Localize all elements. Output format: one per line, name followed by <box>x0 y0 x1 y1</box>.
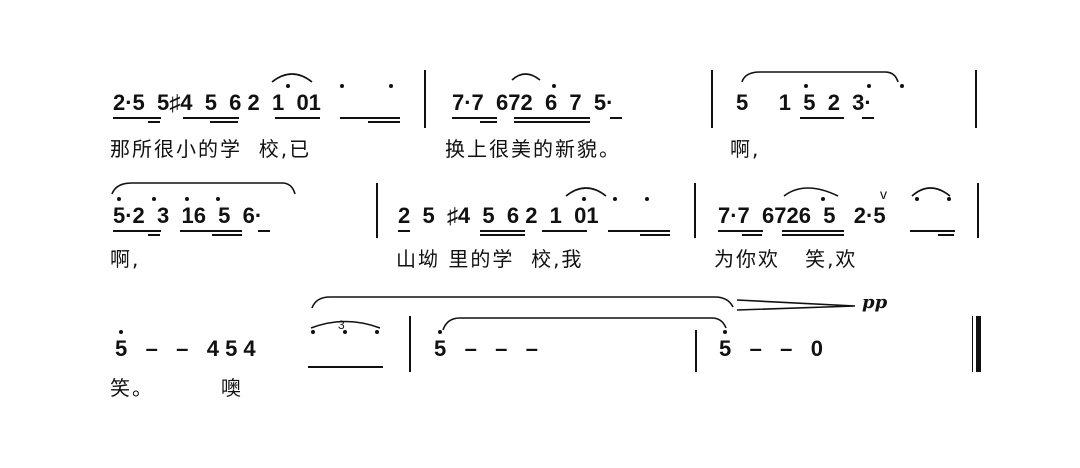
beam <box>742 234 762 236</box>
beam <box>480 234 525 236</box>
octave-dot <box>723 330 727 334</box>
breath-mark: v <box>880 186 887 202</box>
barline <box>409 316 411 372</box>
triplet-mark: 3 <box>338 318 345 332</box>
beam <box>542 230 587 232</box>
beam <box>910 230 955 232</box>
beam <box>480 230 525 232</box>
beam <box>782 234 844 236</box>
measure-notes: 7·7 6726 5 2·5 <box>718 203 886 228</box>
measure-notes: 5 – – 0 <box>719 336 823 361</box>
measure-notes: 5·2 3 16 5 6· <box>113 203 263 228</box>
beam <box>800 117 844 119</box>
beam <box>480 121 497 123</box>
octave-dot <box>867 84 871 88</box>
octave-dot <box>804 84 808 88</box>
octave-dot <box>915 197 919 201</box>
beam <box>113 117 161 119</box>
octave-dot <box>389 84 393 88</box>
beam <box>718 230 763 232</box>
beam <box>398 230 410 232</box>
octave-dot <box>438 330 442 334</box>
final-barline-thin <box>972 316 973 372</box>
barline <box>711 70 713 128</box>
octave-dot <box>117 197 121 201</box>
lyrics: 山坳 里的学 校,我 <box>396 247 584 271</box>
lyrics: 啊, <box>730 137 761 161</box>
barline <box>695 330 697 372</box>
beam <box>180 230 242 232</box>
barline <box>977 183 979 238</box>
octave-dot <box>613 197 617 201</box>
beam <box>275 117 320 119</box>
beam <box>148 121 160 123</box>
barline <box>694 183 696 238</box>
beam <box>183 117 239 119</box>
beam <box>148 234 160 236</box>
beam <box>514 121 590 123</box>
octave-dot <box>552 84 556 88</box>
octave-dot <box>582 197 586 201</box>
octave-dot <box>286 84 290 88</box>
octave-dot <box>947 197 951 201</box>
barline <box>975 70 977 128</box>
final-barline-thick <box>976 316 981 372</box>
octave-dot <box>821 197 825 201</box>
measure-notes: 5 – – – <box>434 336 538 361</box>
measure-notes: 5 1 5 2 3· <box>736 90 872 115</box>
octave-dot <box>119 330 123 334</box>
beam <box>308 366 383 368</box>
barline <box>376 183 378 238</box>
octave-dot <box>185 197 189 201</box>
beam <box>938 234 954 236</box>
dynamic-pp: pp <box>862 292 888 313</box>
lyrics: 换上很美的新貌。 <box>445 137 621 161</box>
lyrics: 啊, <box>110 247 141 271</box>
octave-dot <box>152 197 156 201</box>
beam <box>640 234 670 236</box>
beam <box>610 117 622 119</box>
octave-dot <box>645 197 649 201</box>
beam <box>340 117 400 119</box>
beam <box>608 230 670 232</box>
octave-dot <box>340 84 344 88</box>
beam <box>210 121 238 123</box>
beam <box>258 230 270 232</box>
beam <box>113 230 161 232</box>
beam <box>782 230 844 232</box>
measure-notes: 2·5 5♯4 5 6 2 1 01 <box>113 90 321 115</box>
lyrics: 为你欢 笑,欢 <box>714 247 858 271</box>
measure-notes: 5 – – 4 5 4 <box>115 336 256 361</box>
beam <box>862 117 874 119</box>
octave-dot <box>311 330 315 334</box>
measure-notes: 2 5 ♯4 5 6 2 1 01 <box>398 203 599 228</box>
octave-dot <box>900 84 904 88</box>
barline <box>424 70 426 128</box>
beam <box>212 234 242 236</box>
lyrics: 笑。 噢 <box>110 376 243 400</box>
octave-dot <box>343 330 347 334</box>
octave-dot <box>216 197 220 201</box>
beam <box>514 117 590 119</box>
lyrics: 那所很小的学 校,已 <box>110 137 312 161</box>
beam <box>452 117 497 119</box>
octave-dot <box>375 330 379 334</box>
measure-notes: 7·7 672 6 7 5· <box>452 90 614 115</box>
beam <box>368 121 400 123</box>
